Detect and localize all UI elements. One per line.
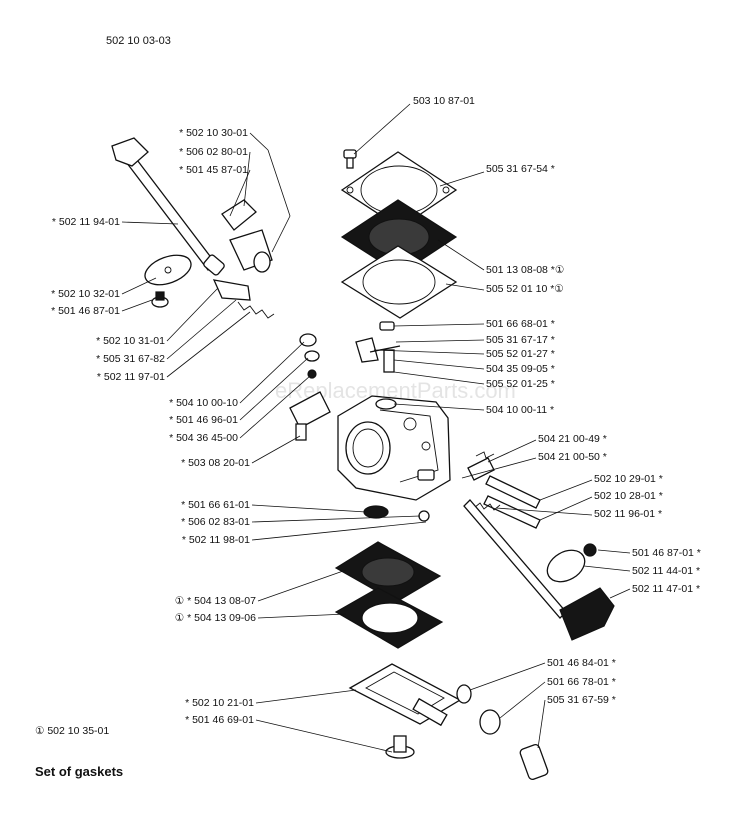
diagram-code: 502 10 03-03	[106, 35, 171, 47]
part-label-l31: * 504 10 00-10	[169, 397, 238, 409]
choke-shaft	[463, 499, 615, 641]
pump-gasket	[340, 245, 458, 319]
part-label-l4: 505 52 01 10 *①	[486, 283, 564, 295]
inlet-screen-parts	[456, 684, 549, 780]
parts-drawing	[111, 137, 615, 780]
metering-diaphragm	[334, 541, 442, 603]
carburetor-body	[337, 395, 451, 501]
metering-cover-screw	[385, 735, 415, 759]
part-label-l33: * 504 36 45-00	[169, 432, 238, 444]
part-label-l12: 504 21 00-50 *	[538, 451, 607, 463]
choke-detent-ball	[299, 333, 320, 379]
throttle-plate	[144, 254, 192, 286]
part-labels: 503 10 87-01 505 31 67-54 * 501 13 08-08 *…	[51, 95, 701, 726]
part-label-l34: * 503 08 20-01	[181, 457, 250, 469]
part-label-l19: 501 46 84-01 *	[547, 657, 616, 669]
welch-plug	[363, 505, 430, 522]
pump-cover	[340, 151, 458, 229]
part-label-l38: ① * 504 13 08-07	[175, 595, 256, 607]
part-label-l14: 502 10 28-01 *	[594, 490, 663, 502]
part-label-l1: 503 10 87-01	[413, 95, 475, 107]
part-label-l10: 504 10 00-11 *	[486, 404, 554, 416]
part-label-l35: * 501 66 61-01	[181, 499, 250, 511]
leader-lines	[121, 103, 631, 753]
part-label-l32: * 501 46 96-01	[169, 414, 238, 426]
adjustment-needles	[467, 451, 541, 529]
gasket-set-number: ① 502 10 35-01	[35, 725, 109, 737]
part-label-l21: 505 31 67-59 *	[547, 694, 616, 706]
part-label-l2: 505 31 67-54 *	[486, 163, 555, 175]
part-label-l6: 505 31 67-17 *	[486, 334, 555, 346]
part-label-l17: 502 11 44-01 *	[632, 565, 700, 577]
part-label-l24: * 501 45 87-01	[179, 164, 248, 176]
part-label-l7: 505 52 01-27 *	[486, 348, 555, 360]
part-label-l39: ① * 504 13 09-06	[175, 612, 256, 624]
part-label-l36: * 506 02 83-01	[181, 516, 250, 528]
metering-cover	[348, 663, 462, 727]
part-label-l16: 501 46 87-01 *	[632, 547, 701, 559]
part-label-l28: * 502 10 31-01	[96, 335, 165, 347]
part-label-l8: 504 35 09-05 *	[486, 363, 555, 375]
part-label-l40: * 502 10 21-01	[185, 697, 254, 709]
throttle-spring	[237, 301, 275, 319]
part-label-l27: * 501 46 87-01	[51, 305, 120, 317]
part-label-l37: * 502 11 98-01	[182, 534, 250, 546]
part-label-l18: 502 11 47-01 *	[632, 583, 700, 595]
metering-gasket	[334, 587, 444, 649]
part-label-l5: 501 66 68-01 *	[486, 318, 555, 330]
part-label-l15: 502 11 96-01 *	[594, 508, 662, 520]
part-label-l26: * 502 10 32-01	[51, 288, 120, 300]
cover-screw	[343, 149, 357, 169]
part-label-l23: * 506 02 80-01	[179, 146, 248, 158]
part-label-l41: * 501 46 69-01	[185, 714, 254, 726]
pump-diaphragm	[340, 199, 458, 275]
part-label-l25: * 502 11 94-01	[52, 216, 120, 228]
part-label-l9: 505 52 01-25 *	[486, 378, 555, 390]
throttle-plate-screw	[151, 291, 169, 308]
part-label-l3: 501 13 08-08 *①	[486, 264, 565, 276]
fuel-inlet-fitting	[289, 391, 331, 441]
gasket-set-caption: Set of gaskets	[35, 764, 123, 779]
part-label-l22: * 502 10 30-01	[179, 127, 248, 139]
part-label-l29: * 505 31 67-82	[96, 353, 165, 365]
throttle-shaft	[111, 137, 225, 276]
part-label-l30: * 502 11 97-01	[97, 371, 165, 383]
part-label-l11: 504 21 00-49 *	[538, 433, 607, 445]
part-label-l20: 501 66 78-01 *	[547, 676, 616, 688]
part-label-l13: 502 10 29-01 *	[594, 473, 663, 485]
throttle-lever	[212, 199, 273, 301]
metering-lever	[355, 321, 401, 373]
